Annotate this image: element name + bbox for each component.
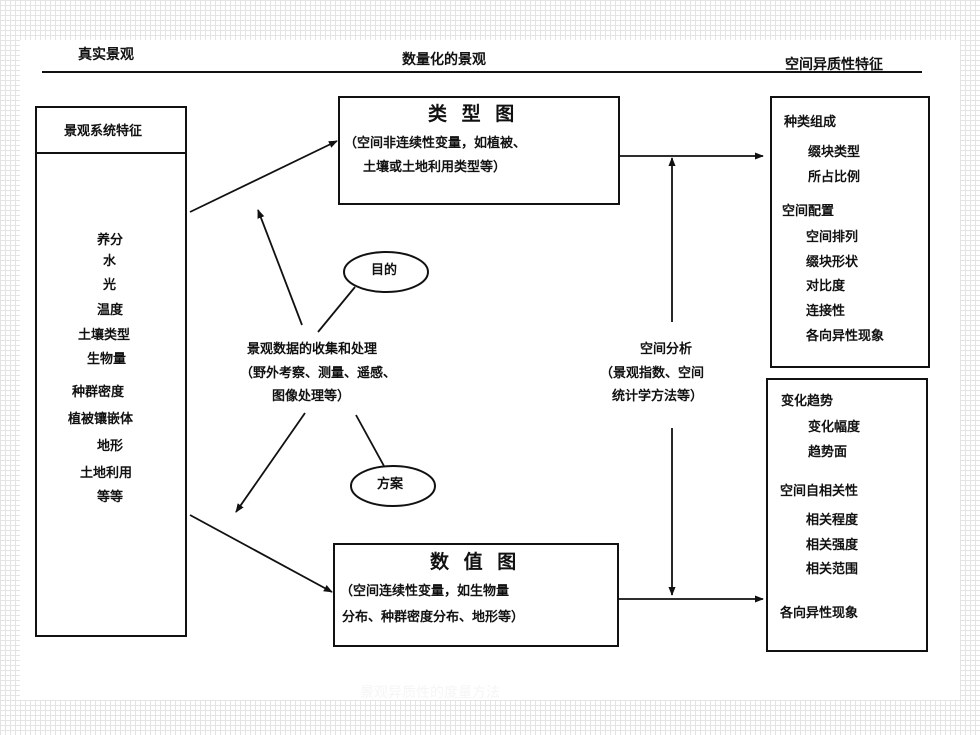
spatial-structure-box — [770, 96, 930, 368]
autocorrelation-item: 相关程度 — [806, 513, 859, 528]
spatial-trend-box — [766, 378, 928, 652]
composition-item: 缀块类型 — [808, 145, 861, 160]
type-map-desc-2: 土壤或土地利用类型等） — [363, 160, 507, 175]
purpose-ellipse — [343, 251, 429, 293]
header-heterogeneity-features: 空间异质性特征 — [785, 57, 883, 73]
feature-item: 养分 — [97, 233, 124, 248]
value-map-desc-1: （空间连续性变量，如生物量 — [340, 584, 510, 599]
configuration-item: 各向异性现象 — [806, 329, 885, 344]
feature-item: 地形 — [97, 439, 124, 454]
type-map-title: 类 型 图 — [428, 103, 519, 125]
header-quantified-landscape: 数量化的景观 — [402, 52, 486, 68]
arrow-left-to-value-map — [189, 514, 333, 593]
landscape-features-divider — [37, 152, 185, 154]
type-map-box — [338, 96, 620, 205]
landscape-features-box — [35, 106, 187, 637]
feature-item: 温度 — [97, 303, 124, 318]
spatial-analysis-desc-2: 统计学方法等） — [612, 389, 704, 404]
trend-item: 趋势面 — [808, 445, 848, 460]
configuration-title: 空间配置 — [782, 204, 835, 219]
data-processing-title: 景观数据的收集和处理 — [247, 342, 378, 357]
configuration-item: 对比度 — [806, 279, 846, 294]
autocorrelation-item: 相关强度 — [806, 538, 859, 553]
trend-title: 变化趋势 — [781, 394, 834, 409]
feature-item: 土壤类型 — [78, 328, 131, 343]
trend-item: 变化幅度 — [808, 420, 861, 435]
feature-item: 植被镶嵌体 — [68, 412, 134, 427]
feature-item: 土地利用 — [80, 466, 133, 481]
composition-title: 种类组成 — [784, 115, 837, 130]
arrow-center-up — [257, 209, 303, 326]
anisotropy-title: 各向异性现象 — [780, 606, 859, 621]
header-rule — [42, 71, 922, 73]
line-plan — [355, 414, 385, 467]
data-processing-desc-1: （野外考察、测量、遥感、 — [240, 366, 397, 381]
footer-caption: 景观异质性的度量方法 — [360, 685, 500, 701]
landscape-features-title: 景观系统特征 — [64, 124, 143, 139]
spatial-analysis-desc-1: （景观指数、空间 — [600, 366, 705, 381]
feature-item: 等等 — [97, 490, 124, 505]
value-map-title: 数 值 图 — [430, 551, 521, 573]
arrow-left-to-type-map — [189, 140, 338, 213]
configuration-item: 缀块形状 — [806, 255, 859, 270]
feature-item: 光 — [103, 278, 117, 293]
header-real-landscape: 真实景观 — [78, 47, 134, 63]
plan-ellipse — [350, 465, 436, 507]
autocorrelation-title: 空间自相关性 — [780, 484, 859, 499]
feature-item: 生物量 — [87, 352, 127, 367]
configuration-item: 连接性 — [806, 304, 846, 319]
purpose-label: 目的 — [371, 263, 398, 278]
plan-label: 方案 — [377, 477, 404, 492]
feature-item: 水 — [103, 254, 117, 269]
data-processing-desc-2: 图像处理等） — [272, 389, 351, 404]
composition-item: 所占比例 — [808, 170, 861, 185]
configuration-item: 空间排列 — [806, 230, 859, 245]
autocorrelation-item: 相关范围 — [806, 562, 859, 577]
value-map-box — [333, 543, 619, 647]
spatial-analysis-title: 空间分析 — [640, 342, 693, 357]
line-purpose — [317, 286, 356, 333]
feature-item: 种群密度 — [72, 385, 125, 400]
arrow-center-down — [235, 412, 306, 513]
value-map-desc-2: 分布、种群密度分布、地形等） — [342, 610, 525, 625]
type-map-desc-1: （空间非连续性变量，如植被、 — [344, 136, 527, 151]
